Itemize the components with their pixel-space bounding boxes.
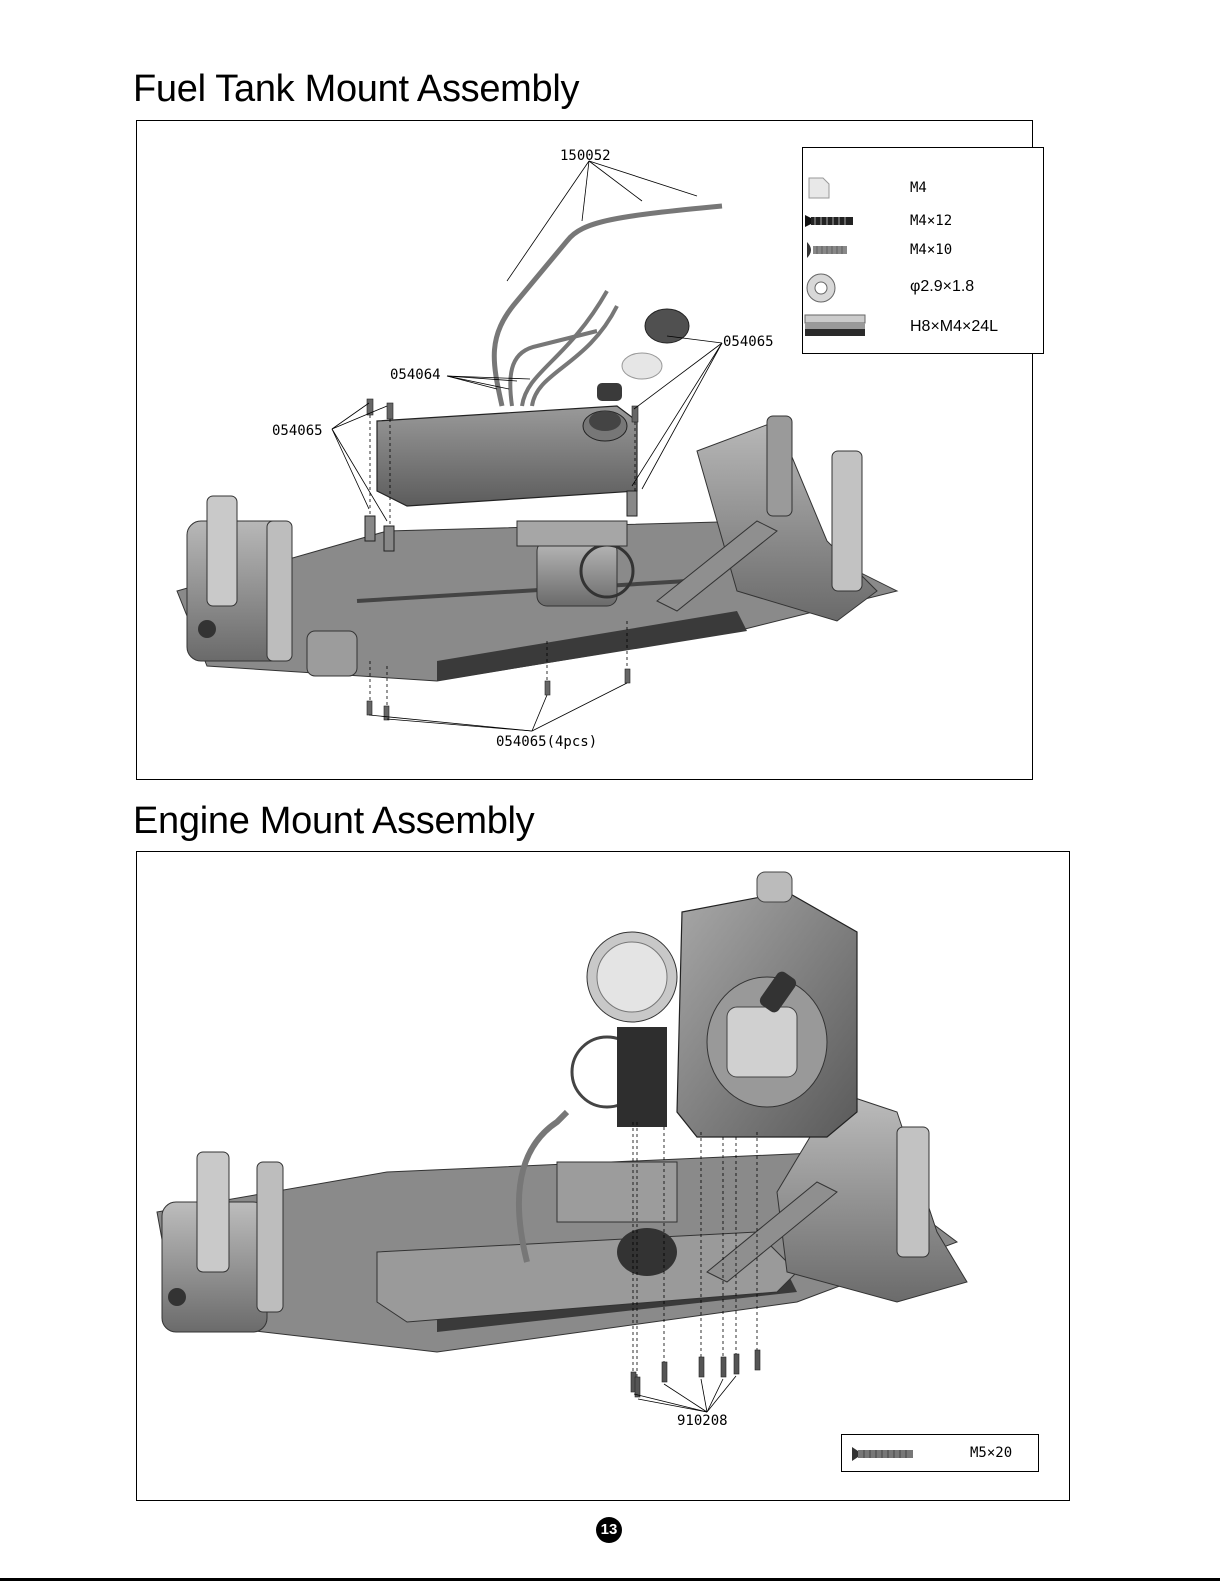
page-number: 13 <box>596 1517 622 1543</box>
legend-label-m4x10: M4×10 <box>910 242 952 258</box>
callout-054064: 054064 <box>390 367 441 383</box>
legend-label-standoff: H8×M4×24L <box>910 318 998 336</box>
button-head-screw-icon <box>803 236 863 264</box>
callout-054065-4pcs: 054065(4pcs) <box>496 734 597 750</box>
legend-row-m4x10: M4×10 <box>803 236 1043 264</box>
o-ring-icon <box>803 272 843 306</box>
nut-icon <box>803 174 833 202</box>
legend-row-o-ring: φ2.9×1.8 <box>803 272 1043 300</box>
hardware-legend: M4 M4×12 M4×10 φ2.9×1.8 <box>802 147 1044 354</box>
legend-label-m5x20: M5×20 <box>970 1445 1012 1461</box>
callout-054065-left: 054065 <box>272 423 323 439</box>
legend-row-m4x12: M4×12 <box>803 207 1043 235</box>
legend-row-nut: M4 <box>803 174 1043 202</box>
fuel-tank-section-title: Fuel Tank Mount Assembly <box>133 68 579 111</box>
engine-mount-assembly-drawing <box>137 852 1071 1502</box>
engine-hardware-legend: M5×20 <box>841 1434 1039 1472</box>
legend-label-m4: M4 <box>910 180 927 196</box>
legend-label-m4x12: M4×12 <box>910 213 952 229</box>
engine-mount-diagram-panel: 910208 M5×20 <box>136 851 1070 1501</box>
legend-row-standoff: H8×M4×24L <box>803 312 1043 340</box>
legend-label-o-ring: φ2.9×1.8 <box>910 278 974 296</box>
bottom-rule <box>0 1578 1220 1581</box>
countersunk-screw-icon <box>803 207 863 235</box>
standoff-post-icon <box>803 312 867 340</box>
callout-054065-right: 054065 <box>723 334 774 350</box>
callout-150052: 150052 <box>560 148 611 164</box>
engine-mount-section-title: Engine Mount Assembly <box>133 800 534 843</box>
callout-910208: 910208 <box>677 1413 728 1429</box>
fuel-tank-diagram-panel: 150052 054064 054065 054065 054065(4pcs)… <box>136 120 1033 780</box>
countersunk-screw-icon <box>850 1441 920 1467</box>
